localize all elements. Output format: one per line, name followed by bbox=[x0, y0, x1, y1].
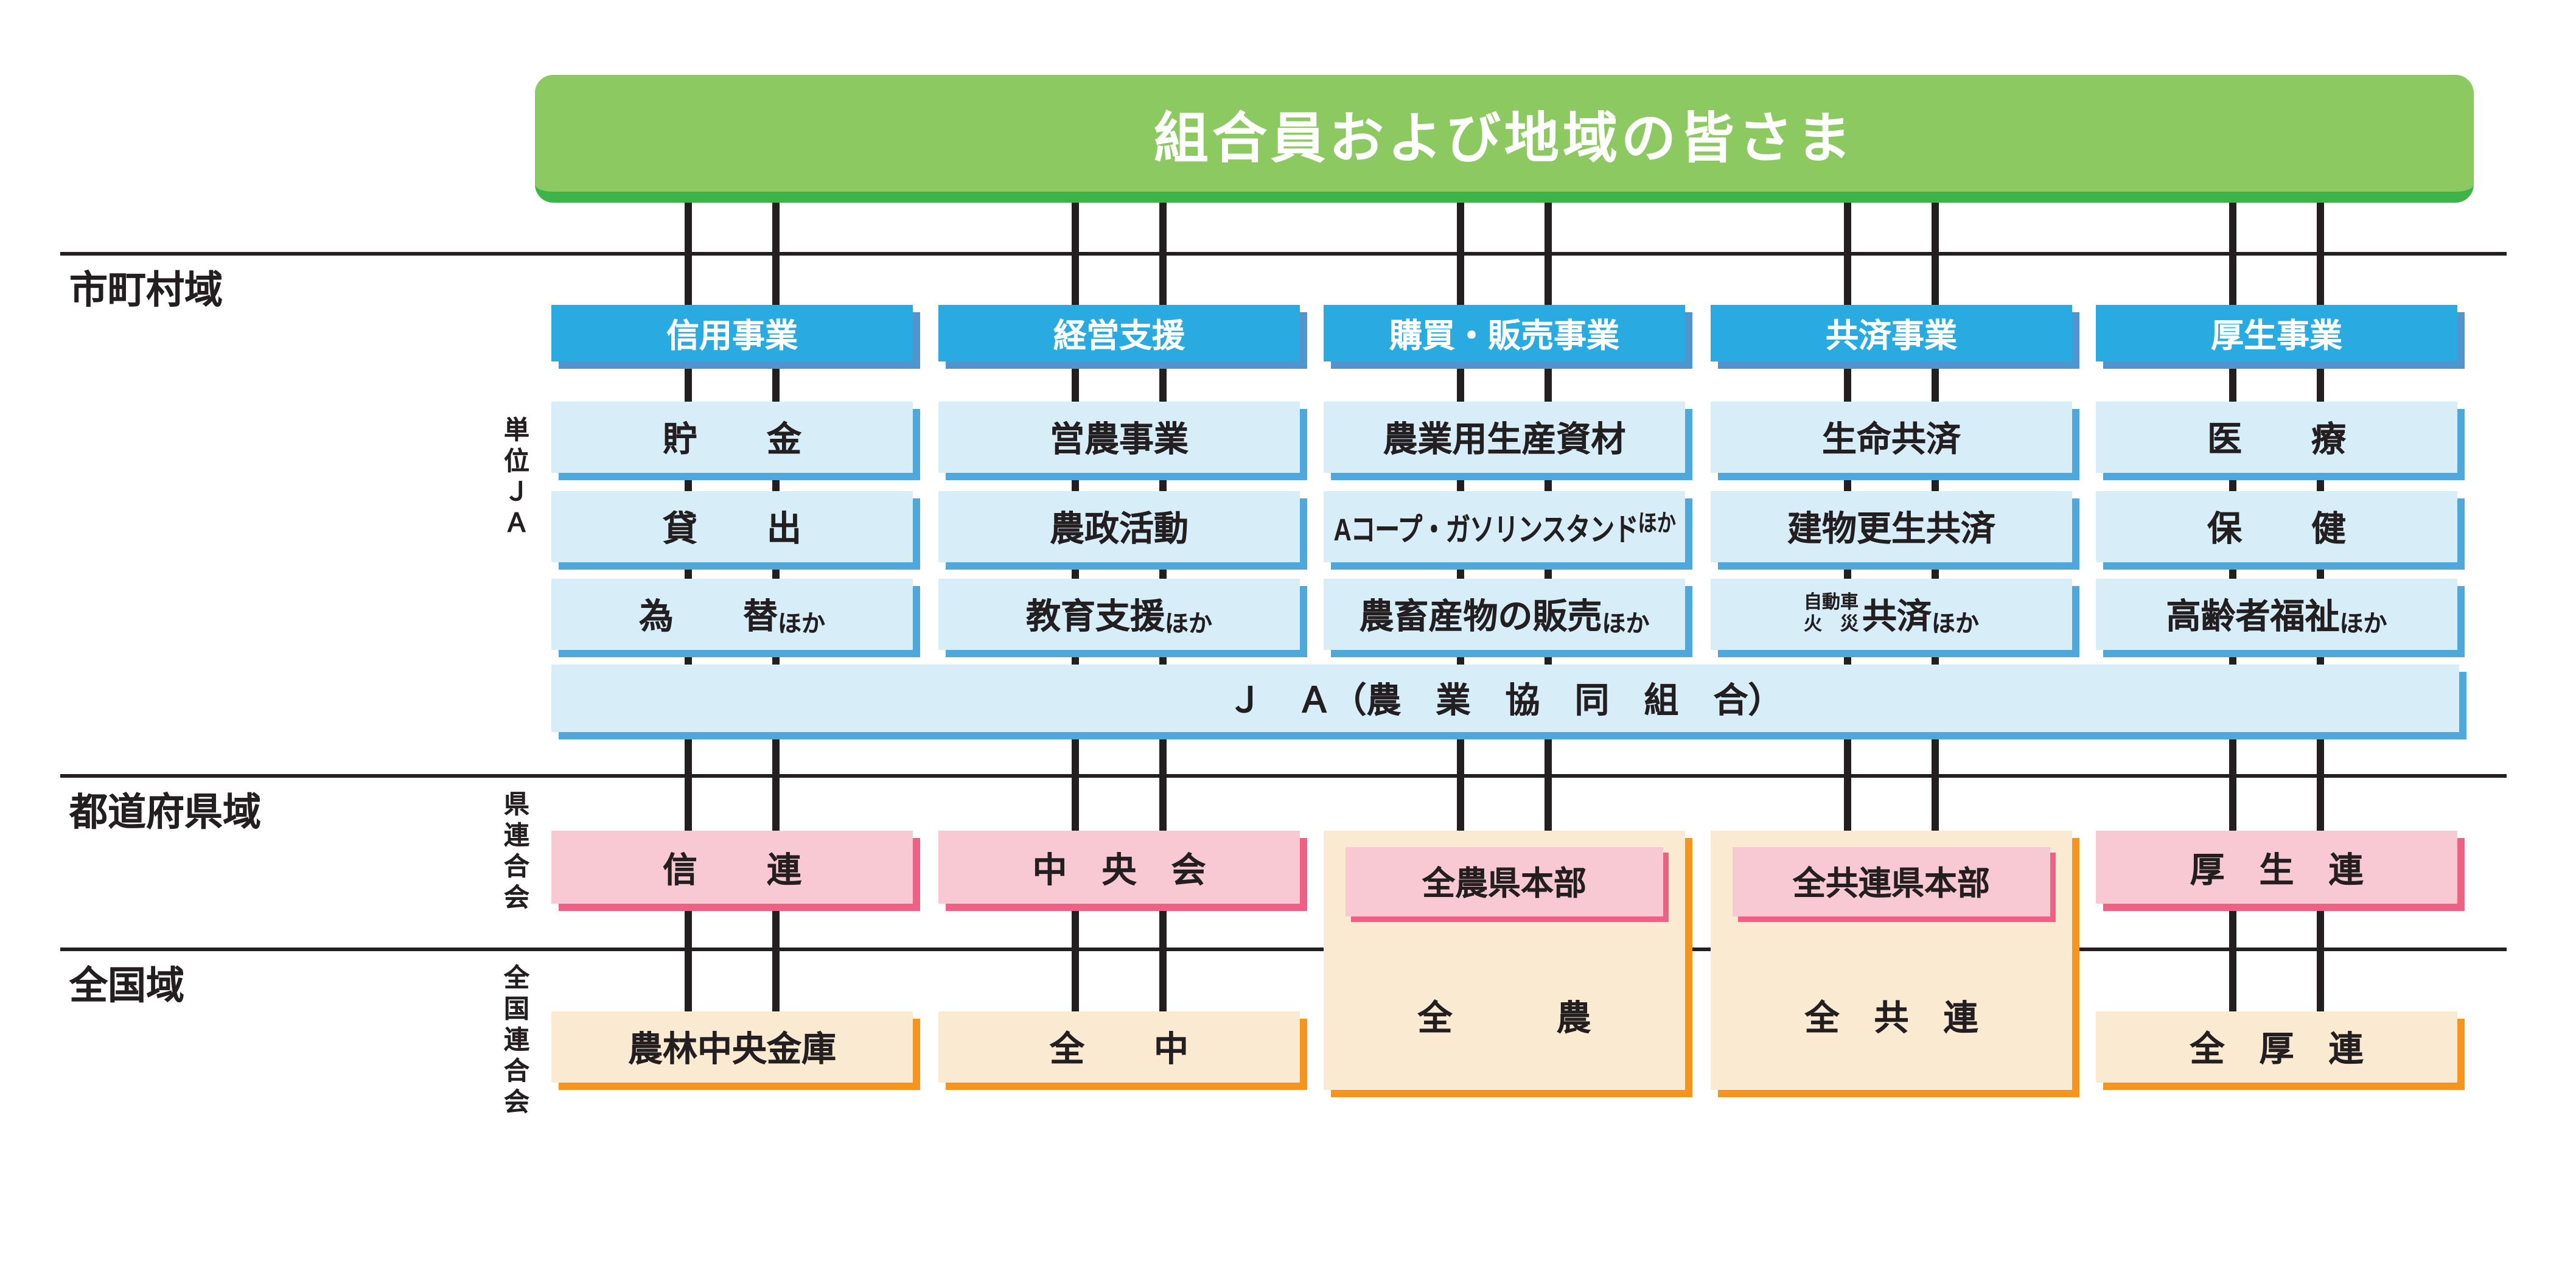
stack-line-auto: 自動車 bbox=[1803, 593, 1859, 613]
stack-line-fire: 火 災 bbox=[1803, 614, 1859, 635]
header-credit-label: 信用事業 bbox=[666, 316, 798, 354]
item-acoop-gas-station: Aコープ・ガソリンスタンドほか bbox=[1324, 491, 1685, 562]
item-suffix: ほか bbox=[1932, 610, 1980, 637]
item-farming-business: 営農事業 bbox=[938, 402, 1300, 473]
item-stacked-label: 自動車火 災 bbox=[1804, 593, 1859, 635]
item-loans: 貸 出 bbox=[551, 491, 913, 562]
header-label: 厚生事業 bbox=[2211, 316, 2342, 354]
region-label-prefectural: 都道府県域 bbox=[69, 792, 261, 834]
box-chuokai: 中 央 会 bbox=[938, 831, 1300, 904]
item-label: 農業用生産資材 bbox=[1383, 422, 1626, 460]
ja-bar-label: Ｊ Ａ（農 業 協 同 組 合） bbox=[1227, 683, 1783, 721]
box-label: 厚 生 連 bbox=[2190, 851, 2364, 890]
item-education-support: 教育支援ほか bbox=[938, 579, 1300, 650]
side-label-national-federation: 全国連合会 bbox=[502, 964, 531, 1119]
item-suffix: ほか bbox=[778, 610, 826, 637]
box-shinren: 信 連 bbox=[551, 831, 913, 904]
box-label: 全 厚 連 bbox=[2190, 1031, 2364, 1070]
box-norinchukin: 農林中央金庫 bbox=[551, 1011, 913, 1083]
zennoh-label: 全 農 bbox=[1417, 1000, 1591, 1039]
item-label: 生命共済 bbox=[1821, 422, 1961, 460]
header-label: 経営支援 bbox=[1053, 316, 1185, 354]
item-label: 営農事業 bbox=[1049, 422, 1189, 460]
item-suffix: ほか bbox=[1602, 610, 1650, 637]
header-credit: 信用事業 bbox=[551, 305, 913, 361]
item-livestock-sales: 農畜産物の販売ほか bbox=[1324, 579, 1685, 650]
item-health: 保 健 bbox=[2096, 491, 2457, 562]
box-zenkoren: 全 厚 連 bbox=[2096, 1011, 2457, 1083]
members-banner-label: 組合員および地域の皆さま bbox=[1154, 110, 1855, 170]
zenkyoren-label: 全 共 連 bbox=[1804, 1000, 1978, 1039]
header-mutual-aid: 共済事業 bbox=[1711, 305, 2072, 361]
header-welfare: 厚生事業 bbox=[2096, 305, 2457, 361]
item-exchange: 為 替ほか bbox=[551, 579, 913, 650]
item-elderly-welfare: 高齢者福祉ほか bbox=[2096, 579, 2457, 650]
box-label: 信 連 bbox=[662, 851, 801, 890]
header-label: 共済事業 bbox=[1826, 316, 1957, 354]
item-production-materials: 農業用生産資材 bbox=[1324, 402, 1685, 473]
box-zenchu: 全 中 bbox=[938, 1011, 1300, 1083]
side-label-unit-ja: 単位ＪＡ bbox=[502, 416, 531, 540]
box-label: 全 中 bbox=[1049, 1031, 1189, 1070]
item-label: 共済 bbox=[1862, 599, 1932, 637]
divider-municipal bbox=[60, 252, 2507, 256]
region-label-national: 全国域 bbox=[69, 966, 184, 1008]
header-purchase-sales: 購買・販売事業 bbox=[1324, 305, 1685, 361]
members-banner: 組合員および地域の皆さま bbox=[535, 75, 2474, 203]
header-management-support: 経営支援 bbox=[938, 305, 1300, 361]
block-zenkyoren: 全共連県本部 全 共 連 bbox=[1711, 831, 2072, 1090]
item-label: 医 療 bbox=[2207, 422, 2346, 460]
item-suffix: ほか bbox=[2339, 610, 2387, 637]
item-label: Aコープ・ガソリンスタンド bbox=[1333, 513, 1638, 548]
item-agri-policy: 農政活動 bbox=[938, 491, 1300, 562]
box-label: 全農県本部 bbox=[1422, 865, 1586, 902]
item-label: 建物更生共済 bbox=[1787, 511, 1995, 550]
region-label-municipal: 市町村域 bbox=[69, 270, 223, 312]
item-life-mutual-aid: 生命共済 bbox=[1711, 402, 2072, 473]
item-building-mutual-aid: 建物更生共済 bbox=[1711, 491, 2072, 562]
box-zenkyoren-pref-hq: 全共連県本部 bbox=[1733, 847, 2050, 916]
item-auto-fire-mutual-aid: 自動車火 災 共済 ほか bbox=[1711, 579, 2072, 650]
item-label: 教育支援 bbox=[1025, 599, 1165, 637]
box-zennoh-pref-hq: 全農県本部 bbox=[1346, 847, 1663, 916]
item-label: 為 替 bbox=[638, 599, 778, 637]
divider-national bbox=[60, 948, 2507, 951]
side-label-pref-federation: 県連合会 bbox=[502, 791, 531, 915]
item-medical: 医 療 bbox=[2096, 402, 2457, 473]
block-zennoh: 全農県本部 全 農 bbox=[1324, 831, 1685, 1090]
ja-cooperative-bar: Ｊ Ａ（農 業 協 同 組 合） bbox=[551, 665, 2459, 732]
item-label: 農畜産物の販売 bbox=[1359, 599, 1602, 637]
box-label: 中 央 会 bbox=[1032, 851, 1206, 890]
box-label: 全共連県本部 bbox=[1793, 865, 1990, 902]
item-suffix: ほか bbox=[1165, 610, 1213, 637]
item-label: 高齢者福祉 bbox=[2166, 599, 2340, 637]
item-label: 農政活動 bbox=[1049, 511, 1189, 550]
item-savings: 貯 金 bbox=[551, 402, 913, 473]
divider-prefectural bbox=[60, 774, 2507, 778]
box-label: 農林中央金庫 bbox=[627, 1031, 836, 1070]
box-koseiren: 厚 生 連 bbox=[2096, 831, 2457, 904]
item-suffix: ほか bbox=[1637, 509, 1676, 537]
item-label: 貸 出 bbox=[662, 511, 801, 550]
item-label: 保 健 bbox=[2207, 511, 2346, 550]
item-label: 貯 金 bbox=[662, 422, 801, 460]
header-label: 購買・販売事業 bbox=[1389, 316, 1619, 354]
